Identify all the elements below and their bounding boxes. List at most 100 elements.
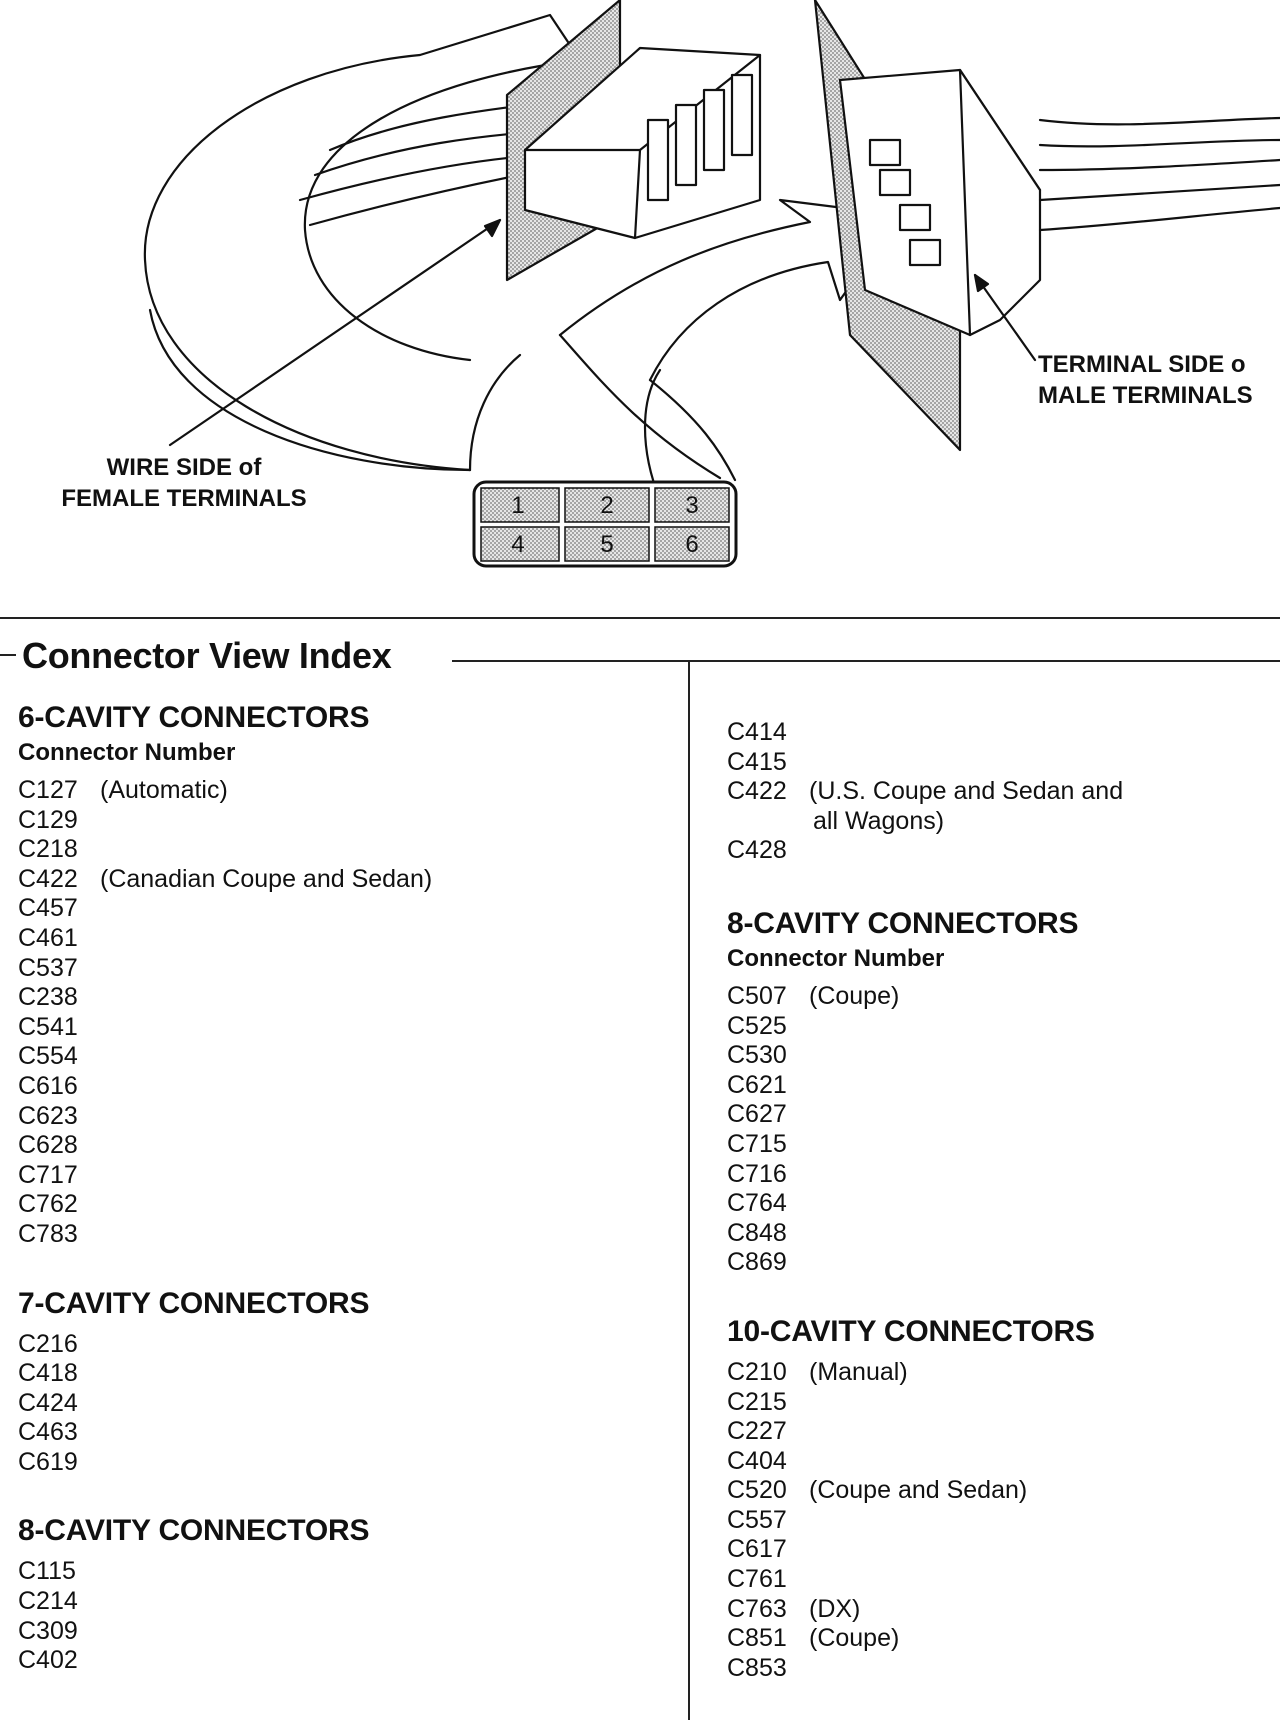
connector-item: C761 bbox=[727, 1565, 1267, 1595]
connector-number: C227 bbox=[727, 1417, 787, 1446]
connector-number: C716 bbox=[727, 1159, 787, 1188]
cavity-2: 2 bbox=[600, 492, 613, 519]
connector-item: C764 bbox=[727, 1189, 1267, 1219]
connector-item: C461 bbox=[18, 924, 668, 954]
connector-number: C215 bbox=[727, 1387, 787, 1416]
cavity-4: 4 bbox=[511, 531, 524, 558]
connector-note: (Canadian Coupe and Sedan) bbox=[100, 864, 433, 893]
section-title: 10-CAVITY CONNECTORS bbox=[727, 1314, 1095, 1348]
connector-number: C422 bbox=[18, 864, 78, 893]
connector-note: (Coupe) bbox=[809, 981, 900, 1010]
connector-number: C214 bbox=[18, 1587, 78, 1616]
connector-number: C507 bbox=[727, 981, 787, 1010]
connector-item: C619 bbox=[18, 1448, 668, 1478]
connector-number: C461 bbox=[18, 923, 78, 952]
connector-item: C617 bbox=[727, 1535, 1267, 1565]
connector-number: C414 bbox=[727, 718, 787, 746]
connector-number: C853 bbox=[727, 1653, 787, 1682]
connector-number: C851 bbox=[727, 1624, 787, 1653]
connector-number: C557 bbox=[727, 1505, 787, 1534]
connector-item: C851 (Coupe) bbox=[727, 1624, 1267, 1654]
connector-item: C525 bbox=[727, 1012, 1267, 1042]
connector-item: C848 bbox=[727, 1219, 1267, 1249]
connector-number: C554 bbox=[18, 1042, 78, 1071]
connector-item: C853 bbox=[727, 1654, 1267, 1684]
cavity-5: 5 bbox=[600, 531, 613, 558]
connector-item: C530 bbox=[727, 1041, 1267, 1071]
connector-number: C127 bbox=[18, 776, 78, 804]
connector-item: C418 bbox=[18, 1359, 668, 1389]
connector-item: C216 bbox=[18, 1330, 668, 1360]
connector-number: C520 bbox=[727, 1476, 787, 1505]
section-title: 6-CAVITY CONNECTORS bbox=[18, 701, 370, 734]
connector-item: C554 bbox=[18, 1042, 668, 1072]
connector-number: C616 bbox=[18, 1071, 78, 1100]
connector-item: C627 bbox=[727, 1100, 1267, 1130]
connector-item: C623 bbox=[18, 1102, 668, 1132]
connector-item: C869 bbox=[727, 1248, 1267, 1278]
connector-item: C616 bbox=[18, 1072, 668, 1102]
connector-number: C869 bbox=[727, 1248, 787, 1277]
left-curved-arrow bbox=[143, 13, 582, 472]
connector-item: C715 bbox=[727, 1130, 1267, 1160]
connector-number: C617 bbox=[727, 1535, 787, 1564]
connector-note: (DX) bbox=[809, 1594, 861, 1623]
connector-number: C627 bbox=[727, 1100, 787, 1129]
connector-number: C541 bbox=[18, 1012, 78, 1041]
connector-number: C463 bbox=[18, 1418, 78, 1447]
cavity-3: 3 bbox=[685, 492, 698, 519]
connector-number: C238 bbox=[18, 983, 78, 1012]
connector-note-continued: all Wagons) bbox=[813, 806, 945, 835]
cavity-grid: 1 2 3 4 5 6 bbox=[472, 480, 738, 568]
wire-side-leader bbox=[168, 218, 502, 447]
wire-side-label: WIRE SIDE of FEMALE TERMINALS bbox=[61, 454, 307, 512]
connector-item: C537 bbox=[18, 954, 668, 984]
connector-number: C848 bbox=[727, 1218, 787, 1247]
connector-note: (Coupe and Sedan) bbox=[809, 1476, 1028, 1505]
cavity-1: 1 bbox=[511, 492, 524, 519]
connector-item: C463 bbox=[18, 1418, 668, 1448]
connector-note: (Coupe) bbox=[809, 1624, 900, 1653]
connector-number: C717 bbox=[18, 1160, 78, 1189]
connector-item: C214 bbox=[18, 1587, 668, 1617]
connector-number: C715 bbox=[727, 1129, 787, 1158]
cavity-6: 6 bbox=[685, 531, 698, 558]
connector-item: C628 bbox=[18, 1131, 668, 1161]
connector-item: C621 bbox=[727, 1071, 1267, 1101]
connector-number: C783 bbox=[18, 1219, 78, 1248]
connector-number: C418 bbox=[18, 1359, 78, 1388]
connector-number: C537 bbox=[18, 953, 78, 982]
connector-number: C309 bbox=[18, 1616, 78, 1645]
connector-number: C428 bbox=[727, 836, 787, 865]
connector-number: C621 bbox=[727, 1070, 787, 1099]
connector-item: C402 bbox=[18, 1646, 668, 1676]
connector-item: C428 bbox=[727, 836, 1267, 866]
connector-number: C210 bbox=[727, 1357, 787, 1386]
connector-number: C115 bbox=[18, 1557, 76, 1586]
connector-number: C623 bbox=[18, 1101, 78, 1130]
section-title: 8-CAVITY CONNECTORS bbox=[727, 906, 1079, 940]
connector-item: C541 bbox=[18, 1013, 668, 1043]
section-subtitle: Connector Number bbox=[727, 944, 945, 972]
divider bbox=[0, 617, 1280, 619]
terminal-side-label: TERMINAL SIDE o MALE TERMINALS bbox=[1038, 351, 1253, 409]
connector-item: C424 bbox=[18, 1389, 668, 1419]
connector-item: C414 bbox=[727, 718, 1267, 748]
connector-item: C415 bbox=[727, 748, 1267, 778]
connector-item: C762 bbox=[18, 1190, 668, 1220]
connector-number: C619 bbox=[18, 1447, 78, 1476]
page-title: Connector View Index bbox=[0, 634, 392, 678]
connector-item: C215 bbox=[727, 1388, 1267, 1418]
connector-item: C422 (Canadian Coupe and Sedan) bbox=[18, 865, 668, 895]
